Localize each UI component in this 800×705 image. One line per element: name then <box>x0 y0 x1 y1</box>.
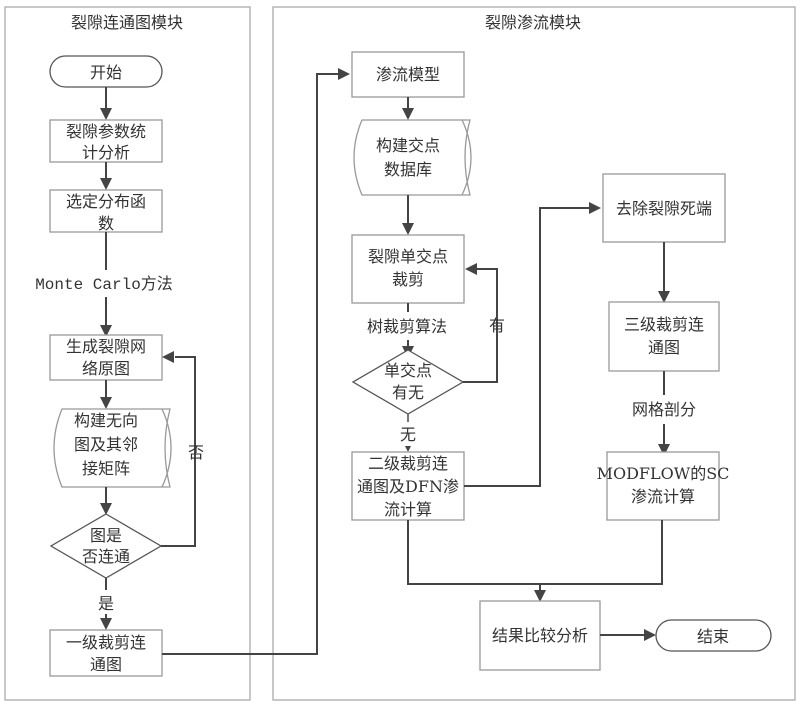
no-label: 否 <box>188 443 204 462</box>
process-remove-dead-ends <box>602 173 726 243</box>
dist-line-2: 数 <box>98 214 114 233</box>
modflow-line-2: 渗流计算 <box>631 487 695 506</box>
level2-line-1: 二级裁剪连 <box>368 454 448 473</box>
graph-line-3: 接矩阵 <box>82 459 130 478</box>
decision-connected <box>49 513 163 579</box>
process-level1-clip <box>49 629 163 677</box>
gen-line-2: 络原图 <box>82 359 130 378</box>
panel-connectivity-module <box>4 6 251 701</box>
data-adjacency-matrix <box>53 408 171 488</box>
end-terminator <box>655 619 772 652</box>
single-q-line-2: 有无 <box>392 383 424 402</box>
stat-line-1: 裂隙参数统 <box>66 122 146 141</box>
process-stat-analysis <box>49 119 163 163</box>
level3-line-2: 通图 <box>648 338 680 357</box>
panel-title-left: 裂隙连通图模块 <box>71 13 183 32</box>
level3-line-1: 三级裁剪连 <box>624 315 704 334</box>
none-label: 无 <box>400 425 416 444</box>
process-select-distribution <box>49 189 163 233</box>
single-q-line-1: 单交点 <box>384 361 432 380</box>
end-label: 结束 <box>697 627 729 646</box>
graph-line-2: 图及其邻 <box>74 435 138 454</box>
arrow-head <box>100 108 112 120</box>
level2-line-3: 流计算 <box>384 500 432 519</box>
level1-line-1: 一级裁剪连 <box>66 633 146 652</box>
seepage-model-label: 渗流模型 <box>376 65 440 84</box>
graph-line-1: 构建无向 <box>74 411 138 430</box>
connected-line-1: 图是 <box>90 526 122 545</box>
single-clip-line-2: 裁剪 <box>392 270 424 289</box>
intersect-db-line-1: 构建交点 <box>376 136 440 155</box>
level1-line-2: 通图 <box>90 655 122 674</box>
modflow-line-1: MODFLOW的SC <box>597 464 730 483</box>
data-intersection-database <box>353 119 471 196</box>
process-result-comparison <box>479 600 601 671</box>
intersect-db-line-2: 数据库 <box>384 160 432 179</box>
process-level3-clip <box>608 301 720 372</box>
process-single-intersection-clip <box>351 234 465 304</box>
dead-end-label: 去除裂隙死端 <box>616 199 712 218</box>
tree-clip-label: 树裁剪算法 <box>367 317 447 336</box>
panel-seepage-module <box>272 6 796 701</box>
has-label: 有 <box>489 316 505 335</box>
decision-single-intersection <box>351 349 465 415</box>
process-modflow-sc <box>606 451 720 521</box>
monte-carlo-label: Monte Carlo方法 <box>35 275 173 294</box>
level2-line-2: 通图及DFN渗 <box>357 477 459 496</box>
single-clip-line-1: 裂隙单交点 <box>368 247 448 266</box>
dist-line-1: 选定分布函 <box>66 192 146 211</box>
stat-line-2: 计分析 <box>82 143 130 162</box>
mesh-label: 网格剖分 <box>632 400 696 419</box>
gen-line-1: 生成裂隙网 <box>66 337 146 356</box>
process-generate-network <box>49 334 163 381</box>
panel-title-right: 裂隙渗流模块 <box>485 13 581 32</box>
yes-label: 是 <box>98 594 114 613</box>
start-label: 开始 <box>90 63 122 82</box>
process-level2-dfn <box>351 451 465 521</box>
compare-label: 结果比较分析 <box>492 626 588 645</box>
connected-line-2: 否连通 <box>82 547 130 566</box>
